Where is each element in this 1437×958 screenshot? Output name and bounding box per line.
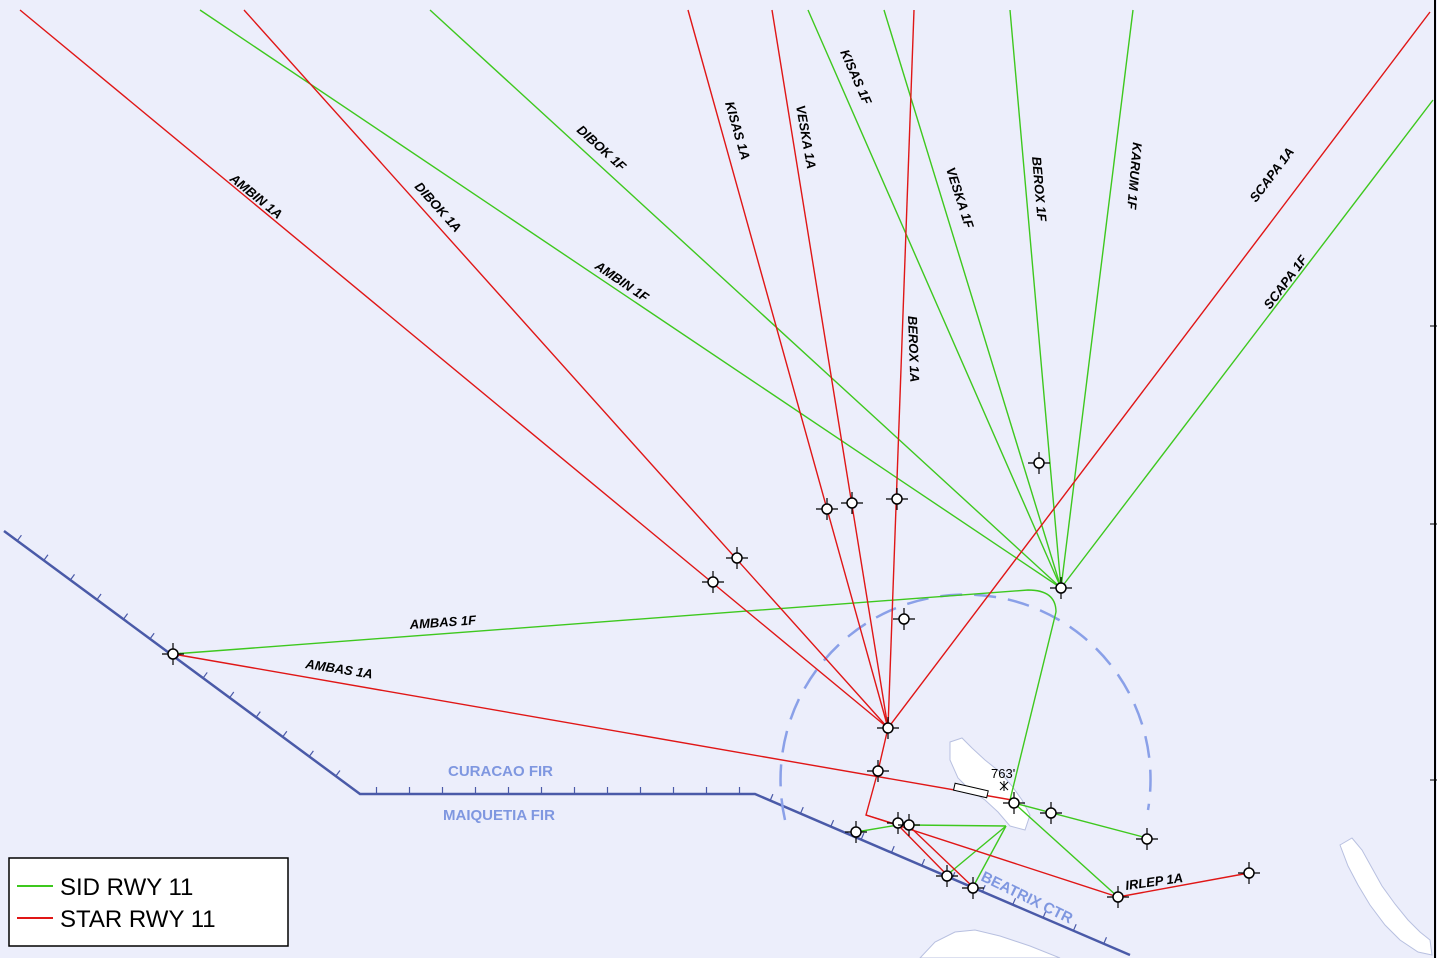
fir-tick bbox=[1072, 924, 1077, 931]
waypoint-icon[interactable] bbox=[841, 492, 863, 514]
label-maiquetia-fir: MAIQUETIA FIR bbox=[443, 807, 555, 824]
island-curacao bbox=[1339, 837, 1433, 956]
sid-kisas-1f-track bbox=[807, 9, 1062, 589]
star-track bbox=[897, 824, 948, 876]
star-scapa-1a-track bbox=[887, 11, 1431, 729]
waypoint-icon[interactable] bbox=[1028, 452, 1050, 474]
waypoint-icon[interactable] bbox=[936, 865, 958, 887]
star-routes bbox=[19, 9, 1431, 898]
star-ambin-1a-track bbox=[19, 9, 889, 729]
fir-tick bbox=[799, 806, 804, 814]
sid-track bbox=[972, 825, 1007, 888]
legend-sid-label: SID RWY 11 bbox=[60, 874, 193, 901]
obstacle-icon bbox=[999, 781, 1009, 791]
sid-berox-1f-track bbox=[1009, 9, 1062, 589]
fir-tick bbox=[69, 574, 75, 581]
waypoint-icon[interactable] bbox=[886, 488, 908, 510]
waypoint-icon[interactable] bbox=[845, 821, 867, 843]
sid-ambin-1f-track bbox=[199, 9, 1062, 589]
label-karum-1f: KARUM 1F bbox=[1124, 142, 1145, 211]
sid-dibok-1f-track bbox=[429, 9, 1062, 589]
legend: SID RWY 11 STAR RWY 11 bbox=[8, 857, 289, 947]
waypoint-icon[interactable] bbox=[1238, 862, 1260, 884]
waypoint-icon[interactable] bbox=[893, 608, 915, 630]
fir-tick bbox=[149, 632, 155, 640]
star-kisas-1a-track bbox=[687, 9, 889, 729]
waypoint-icon[interactable] bbox=[877, 717, 899, 739]
label-berox-1f: BEROX 1F bbox=[1029, 156, 1050, 223]
spot-elevation: 763' bbox=[991, 766, 1015, 781]
waypoint-icon[interactable] bbox=[1003, 792, 1025, 814]
sid-track bbox=[907, 824, 1007, 827]
fir-tick bbox=[1103, 937, 1108, 944]
fir-tick bbox=[229, 691, 235, 699]
waypoint-icon[interactable] bbox=[702, 571, 724, 593]
fir-tick bbox=[860, 832, 865, 840]
star-irlep-1a-track bbox=[1117, 872, 1250, 898]
fir-tick bbox=[890, 845, 895, 853]
fir-tick bbox=[43, 554, 49, 561]
sid-veska-1f-track bbox=[883, 9, 1062, 589]
legend-box bbox=[8, 857, 289, 947]
waypoint-icon[interactable] bbox=[726, 547, 748, 569]
star-dibok-1a-track bbox=[243, 9, 889, 729]
sid-karum-1f-track bbox=[1060, 9, 1134, 589]
sid-ambas-1f-track bbox=[172, 589, 1057, 655]
fir-tick bbox=[921, 858, 926, 866]
sid-scapa-1f-track bbox=[1060, 99, 1434, 589]
label-berox-1a: BEROX 1A bbox=[905, 316, 922, 383]
star-track bbox=[907, 824, 974, 888]
legend-star-label: STAR RWY 11 bbox=[60, 906, 216, 933]
coast-venezuela bbox=[919, 929, 1061, 958]
fir-tick bbox=[830, 819, 835, 827]
fir-tick bbox=[308, 750, 314, 757]
star-veska-1a-track bbox=[771, 9, 889, 729]
fir-tick bbox=[255, 711, 261, 718]
waypoint-icon[interactable] bbox=[962, 877, 984, 899]
fir-tick bbox=[202, 672, 208, 679]
waypoint-icon[interactable] bbox=[898, 814, 920, 836]
waypoint-icon[interactable] bbox=[1107, 886, 1129, 908]
star-ambas-1a-track bbox=[172, 653, 1013, 801]
waypoint-icon[interactable] bbox=[1040, 802, 1062, 824]
fir-tick bbox=[1012, 897, 1017, 905]
sid-track bbox=[855, 824, 899, 833]
fir-tick bbox=[16, 534, 22, 542]
sid-track bbox=[1013, 802, 1119, 898]
label-ambas-1f: AMBAS 1F bbox=[408, 612, 477, 632]
star-berox-1a-track bbox=[887, 9, 915, 729]
waypoint-icon[interactable] bbox=[1050, 577, 1072, 599]
fir-tick bbox=[122, 613, 129, 620]
waypoint-icon[interactable] bbox=[1136, 828, 1158, 850]
sid-track bbox=[1013, 802, 1148, 839]
waypoint-icon[interactable] bbox=[816, 498, 838, 520]
fir-tick bbox=[769, 793, 774, 801]
waypoints bbox=[162, 452, 1260, 908]
runway-11 bbox=[952, 782, 989, 799]
fir-tick bbox=[1042, 911, 1047, 918]
waypoint-icon[interactable] bbox=[162, 643, 184, 665]
sid-routes bbox=[172, 9, 1434, 898]
fir-tick bbox=[96, 593, 102, 600]
waypoint-icon[interactable] bbox=[867, 760, 889, 782]
sid-departure-track bbox=[1009, 611, 1057, 801]
fir-tick bbox=[335, 770, 341, 777]
fir-tick bbox=[282, 730, 288, 738]
label-curacao-fir: CURACAO FIR bbox=[448, 763, 553, 780]
